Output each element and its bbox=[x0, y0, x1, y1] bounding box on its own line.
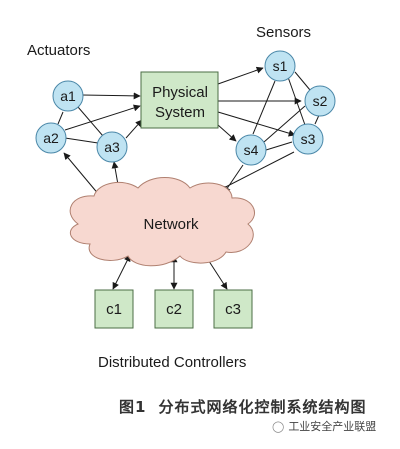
edge-net-c1 bbox=[112, 254, 131, 290]
actuators-label: Actuators bbox=[27, 42, 91, 59]
wechat-icon: ◯ bbox=[272, 420, 285, 433]
edge-a2-ps bbox=[64, 104, 141, 131]
controller-node-c2: c2 bbox=[154, 289, 194, 329]
sensor-node-s3: s3 bbox=[292, 123, 324, 155]
controller-nodes: c1 c2 c3 bbox=[94, 289, 253, 329]
actuator-nodes: a1 a2 a3 bbox=[35, 80, 128, 163]
edge-ps-s4 bbox=[217, 124, 237, 142]
actuator-label-a1: a1 bbox=[60, 88, 76, 104]
sensor-node-s1: s1 bbox=[264, 50, 296, 82]
edge-s3-s4 bbox=[265, 141, 293, 151]
controller-label-c2: c2 bbox=[166, 301, 182, 318]
figure-title: 分布式网络化控制系统结构图 bbox=[158, 398, 367, 416]
figure-caption: 图1 分布式网络化控制系统结构图 bbox=[119, 396, 366, 417]
controller-node-c3: c3 bbox=[213, 289, 253, 329]
edge-s1-s3 bbox=[287, 76, 306, 126]
physical-system-line2: System bbox=[155, 104, 205, 121]
watermark: ◯工业安全产业联盟 bbox=[272, 418, 376, 434]
controller-node-c1: c1 bbox=[94, 289, 134, 329]
actuator-node-a1: a1 bbox=[52, 80, 84, 112]
edge-net-a2 bbox=[63, 152, 101, 197]
actuator-node-a2: a2 bbox=[35, 122, 67, 154]
edge-a1-ps bbox=[81, 92, 141, 100]
sensor-node-s4: s4 bbox=[235, 134, 267, 166]
edge-s2-s4 bbox=[263, 105, 306, 143]
network-cloud: Network bbox=[69, 177, 255, 267]
actuator-label-a2: a2 bbox=[43, 130, 59, 146]
sensor-node-s2: s2 bbox=[304, 85, 336, 117]
figure-number: 图1 bbox=[119, 398, 147, 416]
physical-system-line1: Physical bbox=[152, 84, 208, 101]
edges bbox=[57, 66, 321, 290]
edge-a3-ps bbox=[125, 119, 143, 139]
watermark-text: 工业安全产业联盟 bbox=[288, 420, 377, 433]
edge-s1-s4 bbox=[252, 80, 276, 135]
distributed-controllers-label: Distributed Controllers bbox=[98, 354, 247, 371]
sensor-label-s3: s3 bbox=[301, 131, 316, 147]
actuator-node-a3: a3 bbox=[96, 131, 128, 163]
sensor-label-s4: s4 bbox=[244, 142, 259, 158]
edge-ps-s3 bbox=[217, 111, 296, 137]
edge-a2-a3 bbox=[64, 137, 99, 144]
edge-ps-s1 bbox=[217, 66, 264, 85]
physical-system-box: Physical System bbox=[140, 71, 219, 129]
sensor-label-s1: s1 bbox=[273, 58, 288, 74]
sensor-label-s2: s2 bbox=[313, 93, 328, 109]
sensors-label: Sensors bbox=[256, 24, 312, 41]
controller-label-c3: c3 bbox=[225, 301, 241, 318]
controller-label-c1: c1 bbox=[106, 301, 122, 318]
edge-a1-a2 bbox=[57, 111, 64, 125]
actuator-label-a3: a3 bbox=[104, 139, 120, 155]
sensor-nodes: s1 s2 s3 s4 bbox=[235, 50, 336, 166]
edge-s1-s2 bbox=[294, 71, 311, 91]
network-label: Network bbox=[143, 216, 199, 233]
